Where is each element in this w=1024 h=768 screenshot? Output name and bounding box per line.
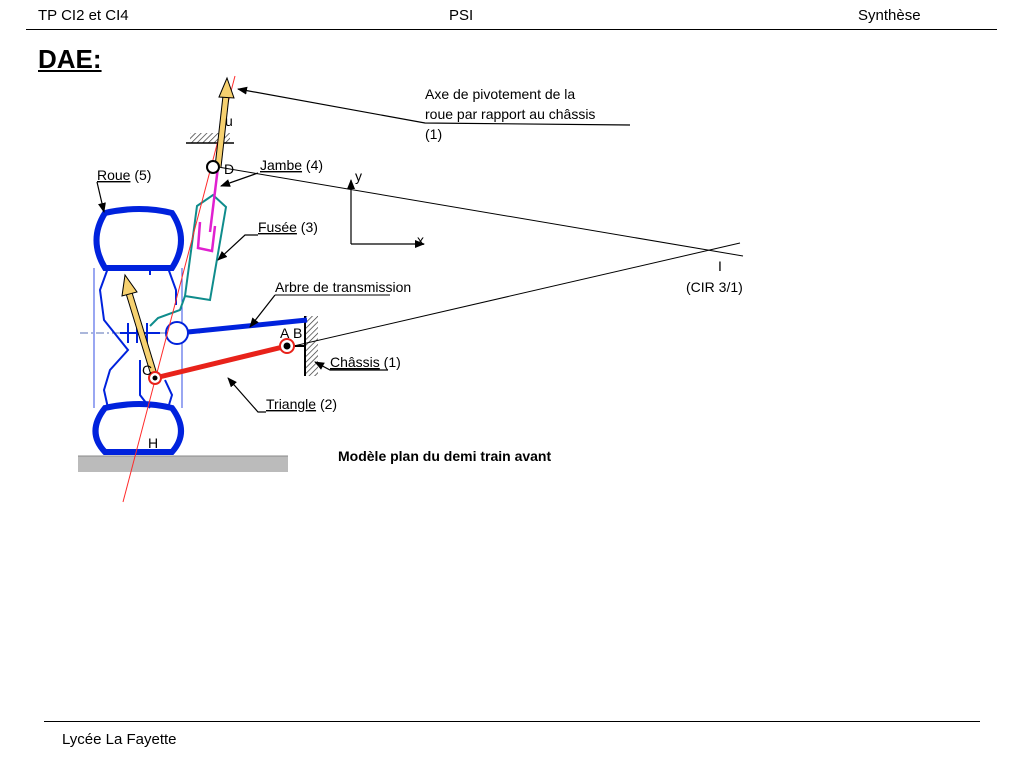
axis-label-y: y: [355, 168, 362, 184]
chassis-right-hatch: [306, 316, 318, 376]
jambe-strut: [196, 166, 220, 253]
reference-frame: [347, 179, 425, 248]
chassis-top-hatch: [190, 133, 230, 143]
label-u: u: [225, 113, 233, 129]
annotation-axis-line3: (1): [425, 126, 442, 142]
drive-shaft: [177, 317, 308, 336]
pivot-axis-u: [122, 75, 236, 503]
header-class: PSI: [449, 7, 474, 24]
label-H: H: [148, 435, 158, 451]
joint-D: [206, 160, 220, 174]
axis-label-x: x: [417, 232, 424, 248]
label-triangle: Triangle (2): [266, 396, 337, 412]
leader-lines: [96, 86, 631, 413]
footer-divider: [44, 721, 980, 722]
annotation-axis-line1: Axe de pivotement de la: [425, 86, 575, 102]
label-A: A: [280, 325, 290, 341]
label-D: D: [224, 161, 234, 177]
fusee-knuckle: [149, 193, 228, 327]
header-divider: [26, 29, 997, 30]
label-jambe: Jambe (4): [260, 157, 323, 173]
vector-at-D: [214, 76, 235, 168]
label-C: C: [142, 362, 152, 378]
drive-shaft-joint: [165, 321, 189, 345]
triangle-arm: [154, 343, 288, 381]
label-B: B: [293, 325, 302, 341]
ground-plane: [78, 456, 288, 472]
label-I: I: [718, 258, 722, 274]
header-course: TP CI2 et CI4: [38, 7, 129, 24]
label-roue: Roue (5): [97, 167, 151, 183]
vector-at-C: [121, 273, 159, 380]
page-header: TP CI2 et CI4 PSI Synthèse: [0, 0, 1024, 32]
annotation-axis-line2: roue par rapport au châssis: [425, 106, 595, 122]
diagram-caption: Modèle plan du demi train avant: [338, 448, 551, 464]
header-section: Synthèse: [858, 7, 921, 24]
section-title: DAE:: [38, 44, 102, 74]
label-fusee: Fusée (3): [258, 219, 318, 235]
label-chassis: Châssis (1): [330, 354, 401, 370]
label-arbre: Arbre de transmission: [275, 279, 411, 295]
construction-line-D-I: [217, 166, 744, 257]
label-cir: (CIR 3/1): [686, 279, 743, 295]
footer-school: Lycée La Fayette: [62, 731, 177, 748]
joint-C-center: [152, 375, 158, 381]
joint-B-center: [283, 342, 291, 350]
